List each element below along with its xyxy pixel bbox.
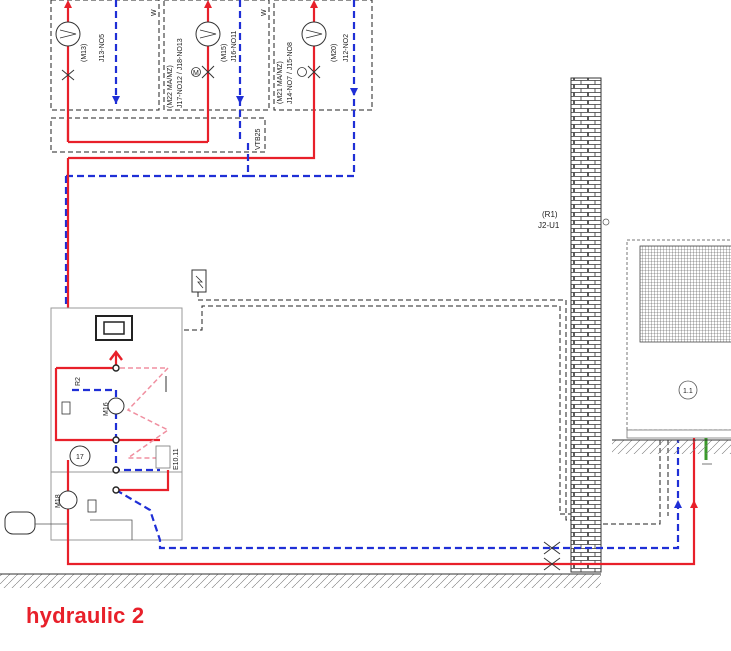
label-w2: W — [261, 9, 268, 16]
label-m13: (M13) — [81, 44, 88, 62]
label-j14: J14-NO7 / J15-NO8 — [287, 42, 294, 104]
label-j12: J12-NO2 — [343, 34, 350, 62]
label-m16: M16 — [103, 402, 110, 416]
label-m22: (M22 MA/MZ) — [167, 65, 174, 108]
label-unit: 1.1 — [683, 388, 693, 395]
labels: (M13) J13-NO5 W (M22 MA/MZ) J17-NO12 / J… — [55, 9, 693, 508]
label-m21: (M21 MA/MZ) — [277, 61, 284, 104]
label-j2: J2-U1 — [538, 221, 560, 230]
label-r2: R2 — [75, 377, 82, 386]
label-w1: W — [151, 9, 158, 16]
signal-cable — [184, 269, 600, 521]
label-m20: (M20) — [331, 44, 338, 62]
ground — [0, 439, 731, 588]
brick-wall — [570, 77, 610, 573]
indoor-unit — [50, 307, 552, 566]
label-m18: M18 — [55, 494, 62, 508]
circuit-m13 — [55, 0, 120, 142]
label-valve-m: M — [193, 70, 199, 77]
label-j16: J16-NO11 — [231, 31, 238, 62]
label-tank-num: 17 — [76, 454, 84, 461]
expansion-tank — [4, 511, 68, 535]
circuit-m15 — [191, 0, 244, 142]
diagram-title: hydraulic 2 — [26, 603, 145, 628]
circuit-m20 — [208, 0, 358, 178]
service-valves — [543, 541, 561, 571]
distribution-cabinets — [50, 0, 373, 153]
label-j13: J13-NO5 — [99, 34, 106, 62]
components — [58, 364, 171, 540]
label-e10: E10.11 — [173, 448, 180, 470]
outdoor-pipes — [552, 438, 698, 566]
label-m15: (M15) — [221, 44, 228, 62]
label-r1: (R1) — [542, 210, 558, 219]
outdoor-unit — [626, 239, 731, 465]
label-vtb25: VTB25 — [255, 128, 262, 150]
label-j17: J17-NO12 / J18-NO13 — [177, 38, 184, 108]
